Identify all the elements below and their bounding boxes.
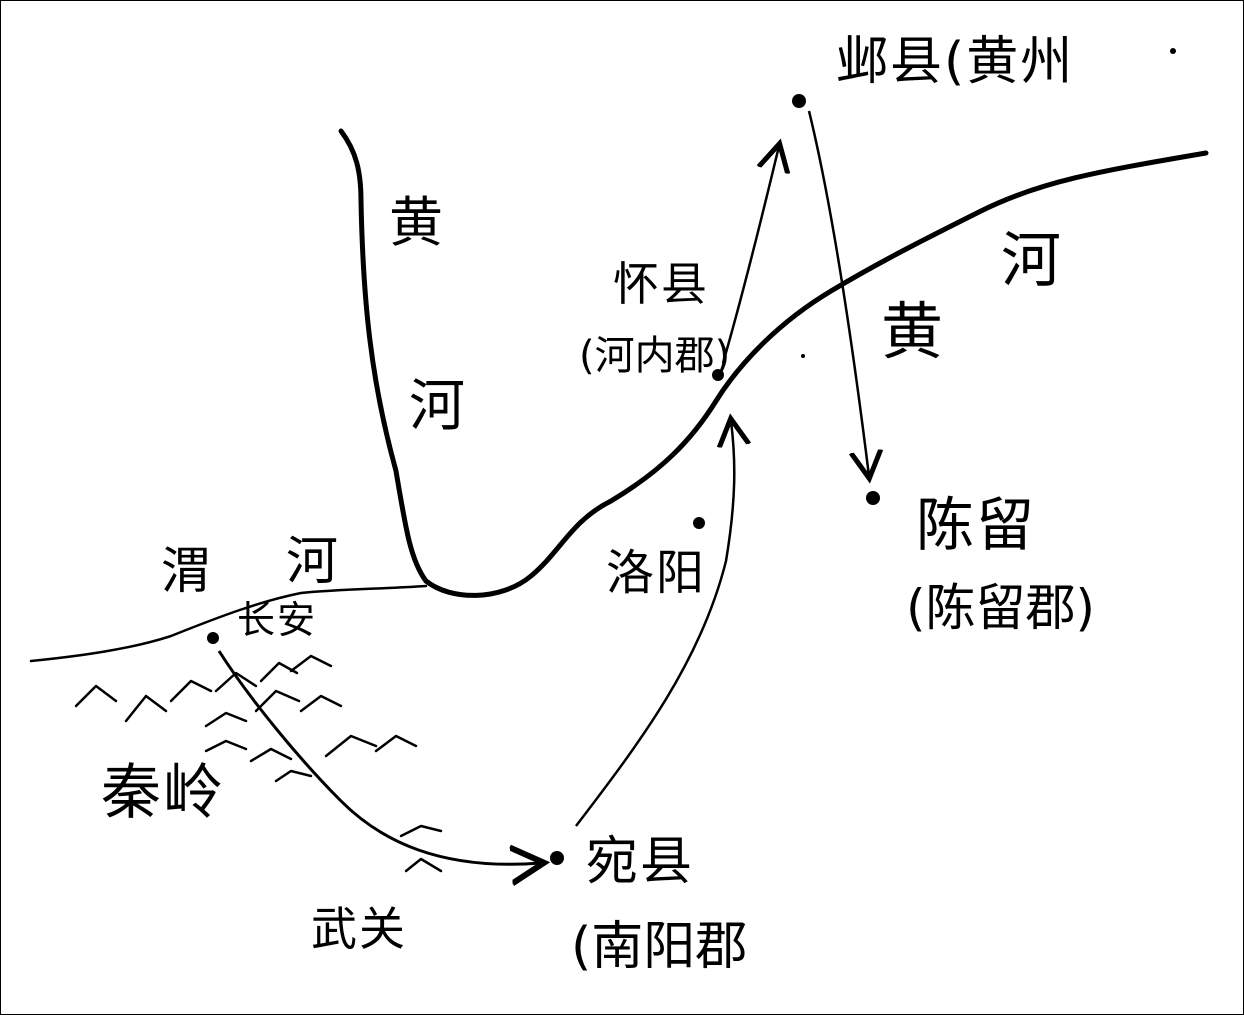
wan-county-label: 宛县 [586,832,695,892]
wei-river-line [29,584,428,663]
nanyang-commandery-label: (南阳郡 [571,917,748,977]
yellow-river-main-line [423,150,1209,598]
ye-county-dot [792,94,806,108]
huai-county-label: 怀县 [613,257,709,311]
ye-county-label: 邺县(黄州 [836,32,1075,92]
hanei-commandery-label: (河内郡) [579,333,731,379]
qinling-mountains [74,654,443,873]
qinling-label-text: 秦岭 [101,758,225,828]
luoyang-dot [693,517,705,529]
yellow-river-east-label-2: 河 [1001,226,1063,296]
yellow-river-north-line [338,128,429,584]
yellow-river-north-label-1: 黄 [389,191,445,254]
luoyang-label: 洛阳 [606,545,707,601]
qinling-label-1: 秦岭 [101,763,225,823]
wuguan-label: 武关 [311,902,407,956]
wei-river-label-1: 渭 [161,542,213,600]
route-wan-to-huai [575,421,734,827]
route-huai-to-ye [721,146,779,364]
stray-dot-2 [801,354,805,358]
chenliu-label: 陈留 [916,491,1037,559]
stray-dot [1170,48,1176,54]
chenliu-commandery-label: (陈留郡) [906,579,1096,637]
yellow-river-north-label-2: 河 [409,374,467,439]
route-changan-to-wan [217,650,541,864]
route-ye-to-chenliu [807,110,869,476]
wei-river-label-2: 河 [286,532,341,592]
changan-label: 长安 [237,598,318,642]
huai-county-dot [712,369,724,381]
wan-county-dot [550,851,564,865]
yellow-river-east-label-1: 黄 [881,295,946,368]
chenliu-dot [866,491,880,505]
changan-dot [207,632,219,644]
